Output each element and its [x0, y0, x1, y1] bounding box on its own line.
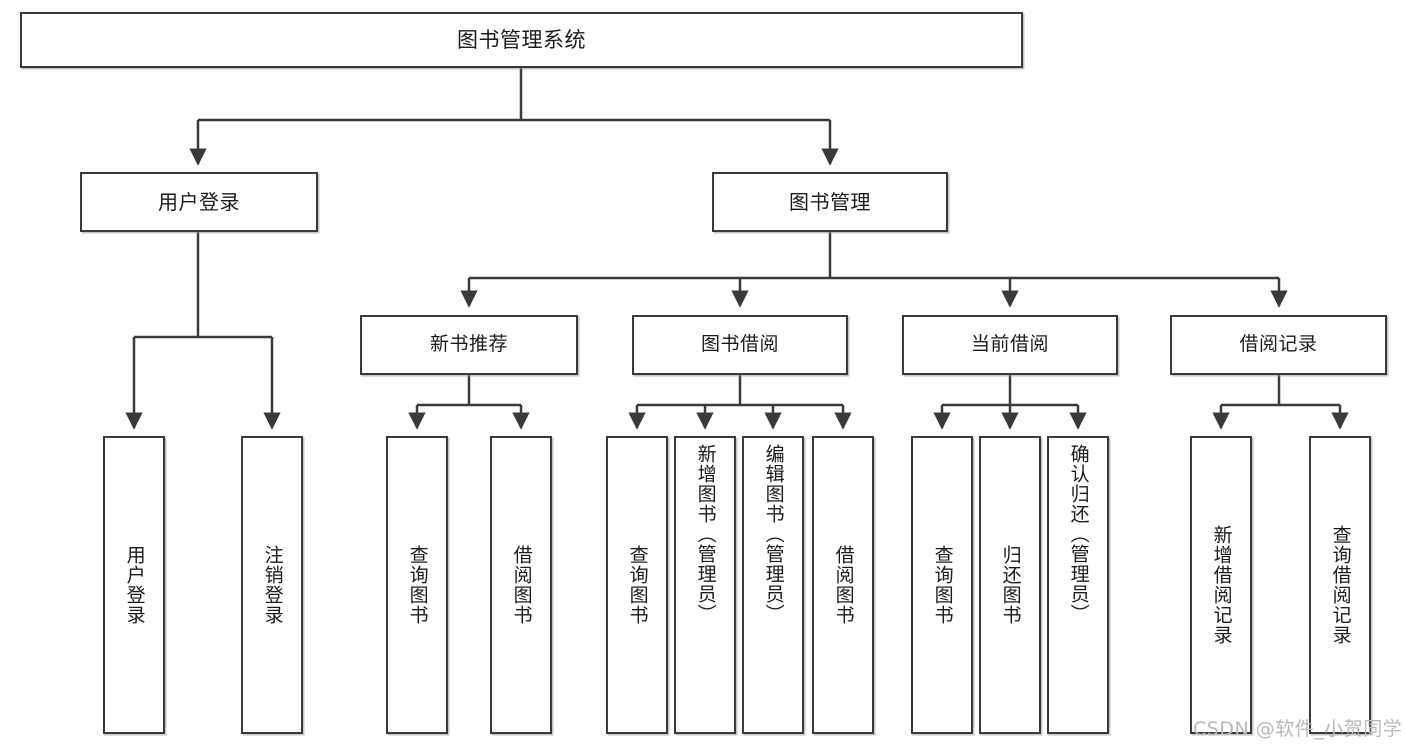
node-label: 图书管理	[789, 189, 871, 214]
node-current-borrow[interactable]: 当前借阅	[902, 315, 1118, 375]
leaf-label: 查询借阅记录	[1329, 525, 1352, 645]
leaf-query-book-3[interactable]: 查询图书	[911, 436, 973, 734]
node-book-borrow[interactable]: 图书借阅	[632, 315, 848, 375]
node-borrow-record[interactable]: 借阅记录	[1170, 315, 1387, 375]
node-label: 当前借阅	[970, 333, 1049, 356]
leaf-add-borrow-record[interactable]: 新增借阅记录	[1190, 436, 1252, 734]
leaf-query-book-1[interactable]: 查询图书	[386, 436, 448, 734]
leaf-logout-login[interactable]: 注销登录	[241, 436, 303, 734]
leaf-confirm-return-admin[interactable]: 确认归还（管理员）	[1047, 436, 1109, 734]
node-new-book-recommend[interactable]: 新书推荐	[360, 315, 578, 375]
leaf-edit-book-admin[interactable]: 编辑图书（管理员）	[742, 436, 804, 734]
node-label: 用户登录	[158, 189, 240, 214]
node-book-management[interactable]: 图书管理	[712, 172, 948, 232]
leaf-query-book-2[interactable]: 查询图书	[606, 436, 668, 734]
leaf-label: 查询图书	[406, 545, 429, 625]
leaf-label: 查询图书	[626, 545, 649, 625]
node-label: 图书管理系统	[457, 27, 586, 52]
leaf-label: 归还图书	[999, 545, 1022, 625]
node-label: 新书推荐	[429, 333, 508, 356]
node-label: 借阅记录	[1239, 333, 1318, 356]
leaf-borrow-book-2[interactable]: 借阅图书	[812, 436, 874, 734]
leaf-user-login[interactable]: 用户登录	[103, 436, 165, 734]
node-user-login[interactable]: 用户登录	[80, 172, 318, 232]
leaf-label: 新增借阅记录	[1210, 525, 1233, 645]
leaf-label: 注销登录	[261, 545, 284, 625]
leaf-label: 借阅图书	[832, 545, 855, 625]
node-label: 图书借阅	[700, 333, 779, 356]
leaf-label: 新增图书（管理员）	[694, 444, 717, 624]
leaf-borrow-book-1[interactable]: 借阅图书	[490, 436, 552, 734]
leaf-label: 用户登录	[123, 545, 146, 625]
node-book-management-system[interactable]: 图书管理系统	[20, 12, 1023, 68]
leaf-label: 确认归还（管理员）	[1067, 444, 1090, 624]
leaf-label: 查询图书	[931, 545, 954, 625]
leaf-label: 编辑图书（管理员）	[762, 444, 785, 624]
leaf-query-borrow-record[interactable]: 查询借阅记录	[1309, 436, 1371, 734]
leaf-add-book-admin[interactable]: 新增图书（管理员）	[674, 436, 736, 734]
leaf-label: 借阅图书	[510, 545, 533, 625]
csdn-watermark: CSDN @软件_小贺同学	[1193, 718, 1403, 740]
leaf-return-book[interactable]: 归还图书	[979, 436, 1041, 734]
